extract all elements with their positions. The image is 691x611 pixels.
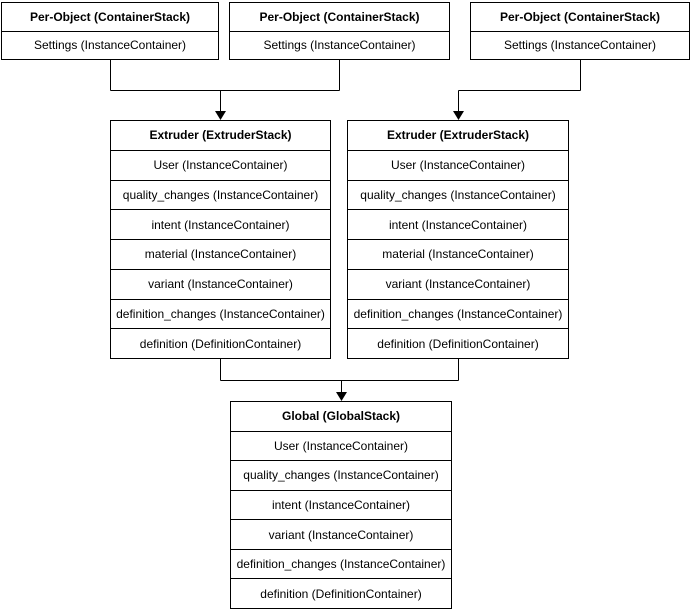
container-row: variant (InstanceContainer)	[348, 268, 568, 299]
node-title: Extruder (ExtruderStack)	[386, 128, 530, 143]
container-row: intent (InstanceContainer)	[348, 209, 568, 239]
node-title: Per-Object (ContainerStack)	[29, 9, 191, 24]
container-row: intent (InstanceContainer)	[231, 489, 451, 520]
container-row: Settings (InstanceContainer)	[230, 30, 449, 60]
container-row: Settings (InstanceContainer)	[471, 30, 689, 60]
node-title: Per-Object (ContainerStack)	[259, 9, 420, 24]
node-title: Extruder (ExtruderStack)	[149, 128, 292, 143]
container-row: Settings (InstanceContainer)	[2, 30, 218, 60]
container-row: quality_changes (InstanceContainer)	[231, 460, 451, 490]
container-row: definition (DefinitionContainer)	[111, 328, 330, 358]
container-row: definition (DefinitionContainer)	[348, 328, 568, 358]
node-title: Global (GlobalStack)	[281, 409, 401, 424]
node-global-stack: Global (GlobalStack) User (InstanceConta…	[230, 401, 452, 609]
node-title: Per-Object (ContainerStack)	[499, 9, 661, 24]
container-row: variant (InstanceContainer)	[111, 268, 330, 299]
arrowhead-down-icon	[453, 111, 464, 120]
arrowhead-down-icon	[336, 392, 347, 401]
edge-perobjects-to-extruder-left	[110, 59, 340, 112]
container-row: definition_changes (InstanceContainer)	[111, 298, 330, 329]
arrowhead-down-icon	[215, 111, 226, 120]
edge-perobject-to-extruder-right	[458, 59, 581, 112]
container-row: User (InstanceContainer)	[348, 149, 568, 180]
container-row: quality_changes (InstanceContainer)	[111, 179, 330, 210]
container-row: definition (DefinitionContainer)	[231, 578, 451, 608]
container-row: variant (InstanceContainer)	[231, 519, 451, 549]
container-row: material (InstanceContainer)	[111, 239, 330, 269]
node-per-object-stack-left: Per-Object (ContainerStack) Settings (In…	[1, 2, 219, 60]
container-row: User (InstanceContainer)	[111, 149, 330, 180]
container-row: definition_changes (InstanceContainer)	[231, 548, 451, 579]
container-row: User (InstanceContainer)	[231, 430, 451, 461]
node-extruder-stack-right: Extruder (ExtruderStack) User (InstanceC…	[347, 120, 569, 359]
container-row: definition_changes (InstanceContainer)	[348, 298, 568, 329]
container-row: quality_changes (InstanceContainer)	[348, 179, 568, 210]
container-row: material (InstanceContainer)	[348, 239, 568, 269]
node-per-object-stack-middle: Per-Object (ContainerStack) Settings (In…	[229, 2, 450, 60]
container-row: intent (InstanceContainer)	[111, 209, 330, 239]
edge-extruders-to-global	[220, 359, 459, 393]
node-extruder-stack-left: Extruder (ExtruderStack) User (InstanceC…	[110, 120, 331, 359]
node-per-object-stack-right: Per-Object (ContainerStack) Settings (In…	[470, 2, 690, 60]
